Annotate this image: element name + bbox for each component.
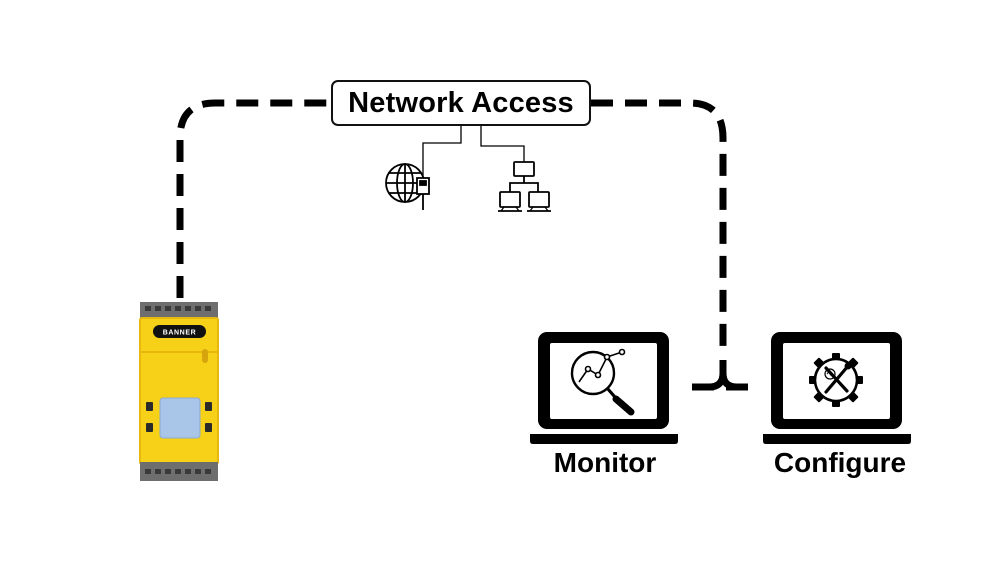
display-panel bbox=[159, 397, 201, 439]
network-monitor-connection bbox=[591, 99, 727, 352]
configure-caption: Configure bbox=[773, 447, 907, 478]
status-led bbox=[202, 349, 208, 363]
connector-to-globe bbox=[422, 126, 462, 180]
device-network-connection bbox=[176, 99, 331, 298]
safety-controller-device: BANNER bbox=[139, 302, 219, 481]
side-buttons bbox=[146, 402, 212, 432]
monitor-caption: Monitor bbox=[553, 447, 657, 478]
connection-lines bbox=[176, 99, 757, 391]
network-junction-icon bbox=[708, 360, 738, 391]
gear-wrench-screwdriver-icon bbox=[809, 353, 863, 407]
network-icon-connectors bbox=[422, 126, 525, 180]
configure-laptop bbox=[763, 332, 911, 444]
configure-laptop-base bbox=[763, 434, 911, 444]
brand-badge bbox=[153, 325, 206, 338]
monitor-laptop bbox=[530, 332, 678, 444]
bottom-terminal-screws bbox=[145, 469, 211, 474]
device-body bbox=[139, 317, 219, 465]
network-access-label: Network Access bbox=[331, 80, 591, 126]
network-tree-icon bbox=[498, 161, 551, 212]
magnifier-chart-icon bbox=[570, 348, 635, 416]
brand-logo: BANNER bbox=[163, 330, 197, 337]
top-terminal-screws bbox=[145, 306, 211, 311]
globe-ethernet-icon bbox=[385, 163, 430, 210]
connector-to-network-tree bbox=[480, 126, 525, 162]
monitor-laptop-base bbox=[530, 434, 678, 444]
